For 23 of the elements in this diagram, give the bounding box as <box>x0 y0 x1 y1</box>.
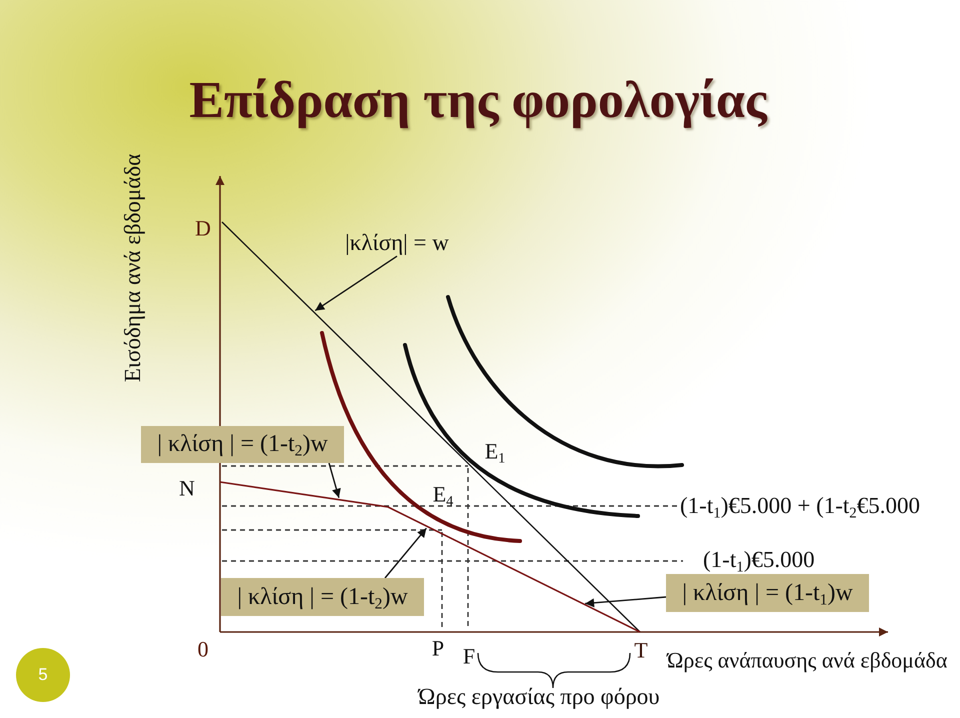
page-number: 5 <box>16 648 70 702</box>
point-label: E$_{4}$ <box>432 481 454 507</box>
point-label: E$_{1}$ <box>484 438 506 464</box>
income-level-label: (1-t$_{1}$)€5.000 <box>703 546 815 574</box>
income-level-label: (1-t$_{1}$)€5.000 + (1-t$_{2}$€5.000 <box>680 492 920 520</box>
point-label: T <box>634 637 648 663</box>
point-label: N <box>179 475 195 501</box>
point-label: F <box>462 643 476 669</box>
slope-annotation: |κλίση| = w <box>345 230 449 256</box>
point-label: 0 <box>198 636 208 662</box>
axis-label: Ώρες ανάπαυσης ανά εβδομάδα <box>667 647 948 673</box>
leader-arrow <box>384 528 427 578</box>
slope-callout: | κλίση | = (1-t$_{1}$)w <box>666 574 869 612</box>
point-label: D <box>195 215 211 241</box>
slope-callout: | κλίση | = (1-t$_{2}$)w <box>141 426 344 463</box>
budget-line <box>222 222 640 632</box>
title: Επίδραση της φορολογίας <box>189 71 767 131</box>
point-label: P <box>432 635 444 661</box>
leader-arrow <box>585 596 666 608</box>
leader-arrow <box>328 462 341 498</box>
leader-arrow <box>314 256 398 312</box>
axis-label: Εισόδημα ανά εβδομάδα <box>120 154 146 382</box>
bracket-label: Ώρες εργασίας προ φόρου <box>418 684 660 710</box>
